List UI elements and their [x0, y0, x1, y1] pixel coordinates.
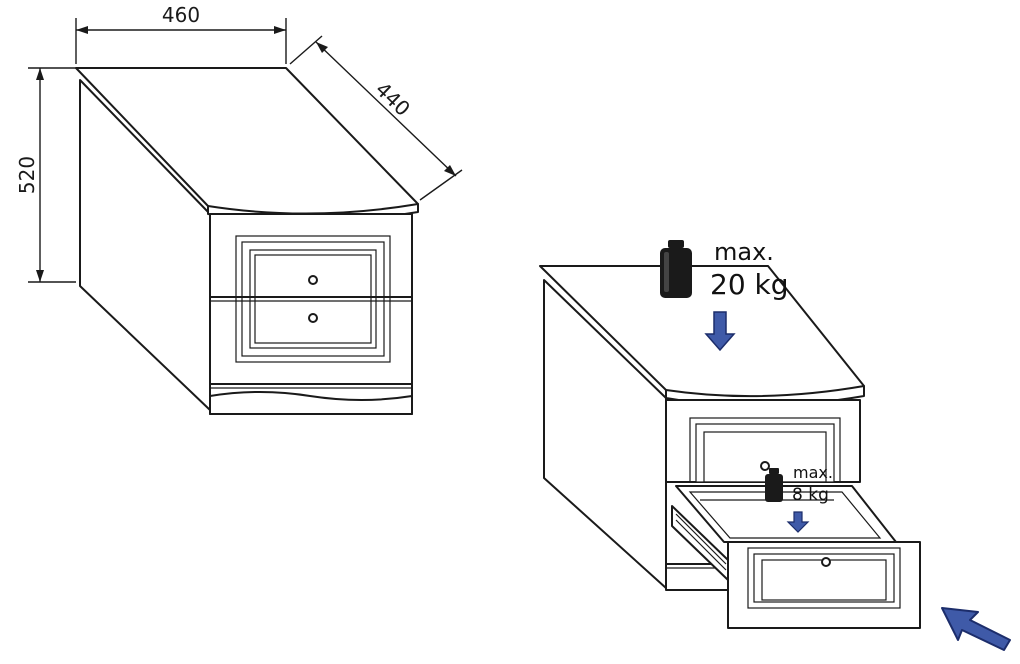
width-label: 460: [162, 3, 200, 27]
drawer-load-indicator: max. 8 kg: [765, 463, 833, 533]
knob-lower: [308, 313, 318, 323]
width-dimension: 460: [75, 3, 287, 64]
lower-drawer-knob: [821, 557, 831, 567]
dimensioned-cabinet: 460 520 440: [15, 3, 463, 415]
weight-icon-small: [765, 468, 783, 502]
height-dimension: 520: [15, 67, 76, 283]
top-load-line2: 20 kg: [710, 268, 789, 301]
drawer-load-line1: max.: [793, 463, 833, 482]
push-arrow-icon: [941, 607, 1011, 651]
load-cabinet: [539, 265, 921, 629]
down-arrow-icon-small: [786, 511, 810, 533]
down-arrow-icon: [704, 311, 736, 352]
height-label: 520: [15, 156, 39, 194]
weight-icon: [660, 240, 692, 298]
top-load-line1: max.: [714, 238, 774, 266]
depth-label: 440: [371, 77, 415, 121]
open-drawer: [671, 485, 921, 629]
top-load-indicator: max. 20 kg: [660, 238, 789, 352]
knob-upper: [308, 275, 318, 285]
drawer-load-line2: 8 kg: [792, 485, 829, 505]
